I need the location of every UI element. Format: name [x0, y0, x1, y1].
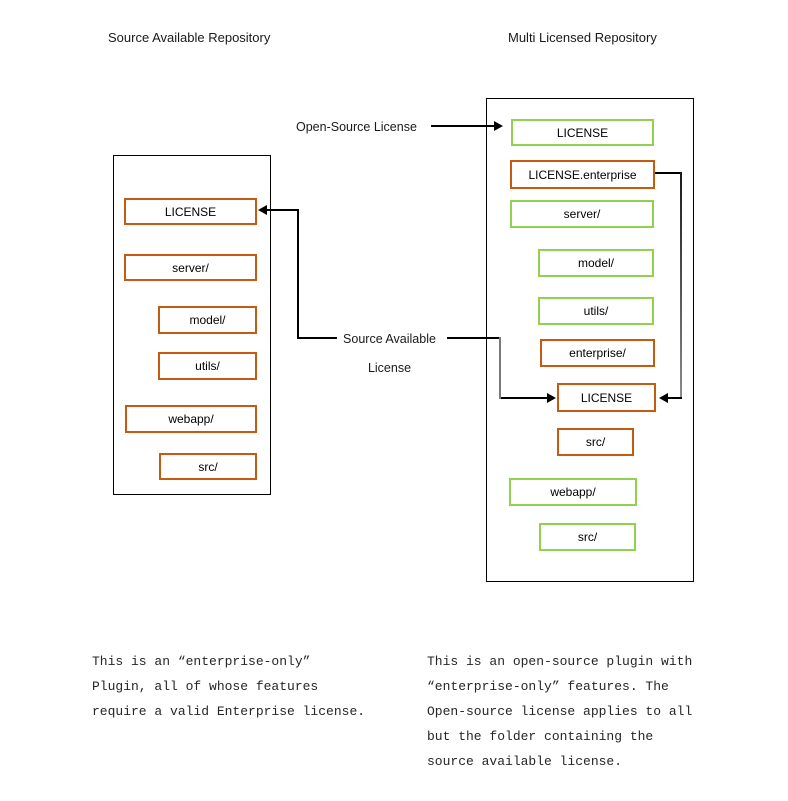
box-right-license-inner: LICENSE: [557, 383, 656, 412]
connector-left-license-stub: [297, 337, 337, 339]
box-right-server: server/: [510, 200, 654, 228]
left-repo-outline: [113, 155, 271, 495]
connector-source-available-stub: [447, 337, 501, 339]
arrowhead-open-source: [494, 121, 503, 131]
box-left-server: server/: [124, 254, 257, 281]
box-right-enterprise-folder: enterprise/: [540, 339, 655, 367]
box-left-src: src/: [159, 453, 257, 480]
open-source-license-label: Open-Source License: [296, 120, 417, 134]
box-left-model: model/: [158, 306, 257, 334]
connector-open-source-line: [431, 125, 494, 127]
box-right-src-enterprise: src/: [557, 428, 634, 456]
connector-enterprise-stub: [655, 172, 682, 174]
right-repo-outline: [486, 98, 694, 582]
connector-left-license-vertical: [297, 209, 299, 339]
connector-enterprise-vertical: [680, 172, 682, 399]
box-right-src: src/: [539, 523, 636, 551]
right-repo-title: Multi Licensed Repository: [508, 30, 657, 45]
box-left-utils: utils/: [158, 352, 257, 380]
box-left-webapp: webapp/: [125, 405, 257, 433]
box-right-license-open: LICENSE: [511, 119, 654, 146]
right-repo-note: This is an open-source plugin with “ente…: [427, 654, 693, 769]
box-right-utils: utils/: [538, 297, 654, 325]
arrowhead-enterprise-license: [659, 393, 668, 403]
connector-source-available-horizontal: [501, 397, 547, 399]
box-right-webapp: webapp/: [509, 478, 637, 506]
box-right-model: model/: [538, 249, 654, 277]
left-repo-title: Source Available Repository: [108, 30, 271, 45]
box-right-license-enterprise: LICENSE.enterprise: [510, 160, 655, 189]
source-available-license-label: Source Available License: [343, 332, 436, 375]
box-left-license: LICENSE: [124, 198, 257, 225]
connector-source-available-vertical: [499, 337, 501, 399]
left-repo-note: This is an “enterprise-only” Plugin, all…: [92, 654, 366, 719]
arrowhead-left-license: [258, 205, 267, 215]
connector-left-license-horizontal: [266, 209, 299, 211]
arrowhead-source-available: [547, 393, 556, 403]
connector-enterprise-horizontal: [668, 397, 682, 399]
